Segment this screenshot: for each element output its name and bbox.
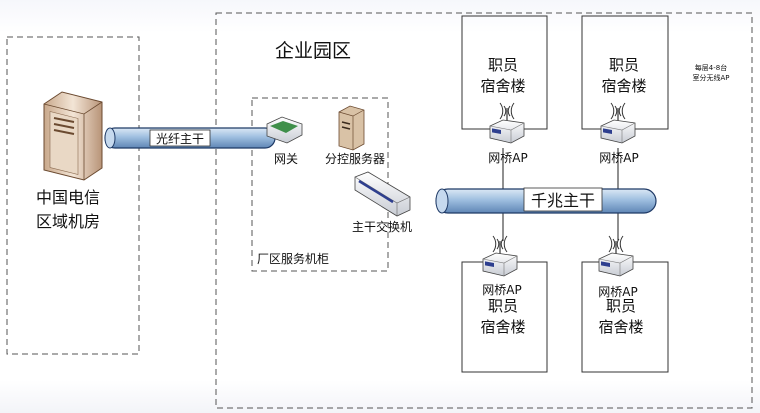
gigabit-label: 千兆主干 (531, 191, 595, 210)
building-top-right-line1: 职员 (609, 56, 639, 74)
datacenter-frame (6, 36, 140, 355)
datacenter-label-line1: 中国电信 (36, 188, 100, 207)
park-title: 企业园区 (275, 40, 351, 62)
server-icon (338, 105, 365, 151)
fiber-label: 光纤主干 (156, 132, 204, 146)
park-frame (215, 12, 753, 409)
building-bottom-left-line1: 职员 (488, 297, 518, 315)
building-bottom-right-line2: 宿舍楼 (598, 318, 643, 336)
ap-device-icon-bottom-right (598, 235, 634, 277)
datacenter-server-icon (43, 91, 103, 181)
building-box-bottom-left (461, 261, 548, 373)
ap-note-line2: 室分无线AP (692, 73, 729, 82)
ap-label-top-right: 网桥AP (599, 151, 638, 165)
datacenter-label-line2: 区域机房 (36, 212, 100, 231)
gigabit-label-box (523, 187, 603, 212)
building-top-right-line2: 宿舍楼 (601, 77, 646, 95)
server-label: 分控服务器 (325, 151, 385, 166)
switch-icon (354, 171, 411, 217)
building-box-bottom-right (581, 261, 669, 373)
ap-device-icon-top-right (600, 102, 636, 144)
building-top-left-line2: 宿舍楼 (480, 77, 525, 95)
cabinet-label: 厂区服务机柜 (257, 251, 329, 266)
fiber-label-box (149, 129, 211, 147)
ap-label-top-left: 网桥AP (488, 151, 527, 165)
ap-note-line1: 每层4-8台 (695, 63, 727, 72)
gateway-icon (266, 116, 303, 144)
ap-device-icon-top-left (489, 102, 525, 144)
ap-device-icon-bottom-left (482, 235, 518, 277)
ap-label-bottom-left: 网桥AP (482, 283, 521, 297)
building-bottom-right-line1: 职员 (606, 297, 636, 315)
switch-label: 主干交换机 (352, 219, 412, 234)
ap-label-bottom-right: 网桥AP (598, 285, 637, 299)
building-bottom-left-line2: 宿舍楼 (480, 318, 525, 336)
gateway-label: 网关 (274, 152, 298, 166)
building-top-left-line1: 职员 (488, 56, 518, 74)
